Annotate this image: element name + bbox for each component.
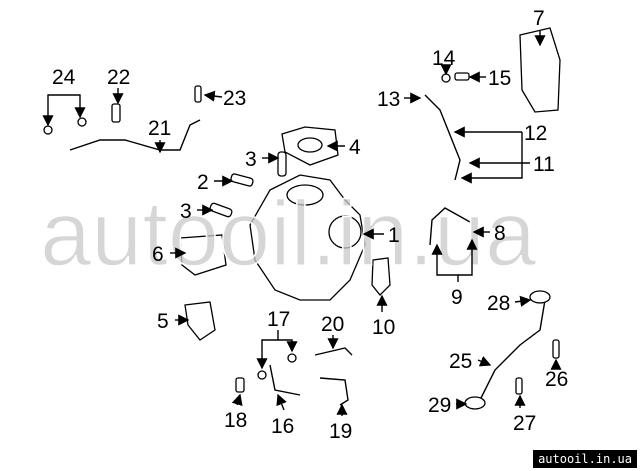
washer-17a (257, 370, 267, 380)
watermark: autooil.in.ua (40, 183, 537, 285)
callout-11: 11 (533, 153, 555, 176)
callout-3-stud: 3 (245, 148, 257, 171)
hose-20 (314, 347, 353, 356)
oil-line-21 (69, 119, 201, 151)
callout-5: 5 (157, 310, 169, 333)
bolt-23 (194, 85, 202, 103)
bolt-26 (552, 339, 560, 359)
callout-1: 1 (388, 224, 400, 247)
callout-27: 27 (513, 412, 536, 435)
bolt-18 (235, 377, 245, 393)
heat-shield-7 (519, 27, 561, 113)
callout-2: 2 (197, 171, 209, 194)
callout-24: 24 (52, 66, 76, 89)
callout-7: 7 (533, 7, 545, 30)
callout-13: 13 (377, 88, 400, 111)
hose-19 (319, 377, 349, 406)
callout-8: 8 (494, 222, 506, 245)
callout-14: 14 (432, 47, 456, 70)
callout-4: 4 (349, 136, 361, 159)
solenoid-10 (371, 257, 391, 296)
turbocharger (249, 174, 366, 301)
callout-21: 21 (148, 117, 171, 140)
callout-23: 23 (223, 87, 246, 110)
gasket-29 (464, 396, 486, 410)
bracket-5 (184, 301, 216, 341)
callout-17: 17 (267, 308, 290, 331)
callout-labels: 24 22 23 21 4 3 2 3 1 6 7 14 15 13 12 11… (52, 7, 568, 443)
washer-17b (287, 353, 297, 363)
callout-15: 15 (488, 67, 511, 90)
stud-3 (277, 151, 287, 177)
callout-28: 28 (487, 292, 510, 315)
callout-18: 18 (224, 409, 247, 432)
callout-26: 26 (545, 368, 568, 391)
washer-24b (77, 117, 87, 127)
callout-25: 25 (449, 350, 472, 373)
callout-3-nut: 3 (180, 200, 192, 223)
gasket-28 (529, 290, 551, 304)
oil-line-25 (479, 299, 546, 401)
callout-9: 9 (451, 286, 463, 309)
site-badge: autooil.in.ua (533, 450, 637, 468)
oil-line-11 (424, 94, 461, 181)
callout-19: 19 (329, 420, 352, 443)
callout-20: 20 (321, 313, 344, 336)
callout-10: 10 (372, 316, 395, 339)
callout-29: 29 (428, 394, 451, 417)
washer-14 (441, 73, 451, 83)
callout-22: 22 (107, 66, 130, 89)
bolt-22 (111, 103, 121, 123)
callout-12: 12 (524, 122, 547, 145)
pipe-8 (429, 207, 471, 246)
callout-16: 16 (271, 415, 294, 438)
pipe-16 (269, 364, 301, 396)
heat-shield-6 (179, 234, 227, 276)
bolt-15 (454, 72, 470, 81)
bolt-27 (515, 377, 523, 395)
washer-24a (43, 125, 53, 135)
leader-lines (42, 30, 562, 416)
callout-6: 6 (152, 243, 164, 266)
